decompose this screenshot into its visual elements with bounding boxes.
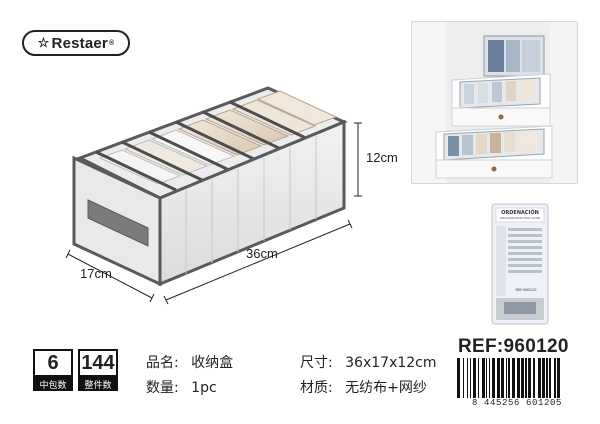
carton-count: 144 整件数 <box>78 349 118 397</box>
barcode <box>457 358 560 398</box>
retail-package: ORDENACIÓN ORGANIZADOR PARA ROPA REF:960… <box>490 202 550 326</box>
barcode-bar <box>501 358 504 398</box>
folded-clothes <box>98 90 338 185</box>
package-drawing <box>491 203 549 325</box>
carton-label: 整件数 <box>78 377 118 391</box>
spec-name-label: 品名: <box>146 355 179 371</box>
divider-strips <box>95 100 311 192</box>
star-icon: ☆ <box>37 35 50 50</box>
spec-material: 材质: 无纺布+网纱 <box>300 377 427 397</box>
barcode-bar <box>457 358 460 398</box>
barcode-bar <box>512 358 515 398</box>
spec-qty-value: 1pc <box>191 380 217 396</box>
barcode-bar <box>521 358 524 398</box>
height-label: 12cm <box>366 150 398 165</box>
barcode-bar <box>533 358 535 398</box>
package-ref: REF:960120 <box>515 288 537 292</box>
usage-photo <box>411 21 578 184</box>
length-label: 36cm <box>246 246 278 261</box>
package-subtitle: ORGANIZADOR PARA ROPA <box>499 216 541 220</box>
barcode-bar <box>549 358 551 398</box>
inner-pack-label: 中包数 <box>33 377 73 391</box>
organizer-box <box>72 86 348 287</box>
barcode-bar <box>554 358 556 398</box>
spec-qty-label: 数量: <box>146 380 179 396</box>
spec-size-label: 尺寸: <box>300 355 333 371</box>
brand-name: Restaer <box>51 34 108 52</box>
reference-number: REF:960120 <box>458 336 569 357</box>
barcode-bar <box>489 358 490 398</box>
barcode-bar <box>482 358 485 398</box>
spec-size: 尺寸: 36x17x12cm <box>300 352 437 372</box>
barcode-bar <box>492 358 495 398</box>
spec-material-label: 材质: <box>300 380 333 396</box>
barcode-bar <box>473 358 476 398</box>
barcode-bar <box>525 358 527 398</box>
barcode-bar <box>542 358 545 398</box>
barcode-bar <box>506 358 507 398</box>
package-title: ORDENACIÓN <box>501 210 539 216</box>
spec-name-value: 收纳盒 <box>191 355 234 371</box>
barcode-bar <box>486 358 487 398</box>
carton-value: 144 <box>78 349 118 377</box>
brand-logo: ☆ Restaer ® <box>22 30 130 56</box>
spec-material-value: 无纺布+网纱 <box>345 380 427 396</box>
barcode-bar <box>497 358 500 398</box>
spec-name: 品名: 收纳盒 <box>146 352 233 372</box>
registered-mark: ® <box>108 39 115 47</box>
spec-size-value: 36x17x12cm <box>345 355 437 371</box>
barcode-bar <box>478 358 479 398</box>
barcode-bar <box>517 358 520 398</box>
width-label: 17cm <box>80 266 112 281</box>
barcode-bar <box>546 358 548 398</box>
barcode-bar <box>557 358 560 398</box>
barcode-bar <box>508 358 510 398</box>
spec-qty: 数量: 1pc <box>146 377 217 397</box>
barcode-bar <box>528 358 531 398</box>
barcode-bar <box>467 358 468 398</box>
inner-pack-value: 6 <box>33 349 73 377</box>
drawer-scene <box>412 22 577 183</box>
barcode-bar <box>463 358 464 398</box>
dimension-lines <box>65 122 362 305</box>
barcode-bar <box>538 358 541 398</box>
barcode-digits: 8 445256 601205 <box>453 398 581 408</box>
inner-pack-count: 6 中包数 <box>33 349 73 397</box>
barcode-bar <box>470 358 471 398</box>
